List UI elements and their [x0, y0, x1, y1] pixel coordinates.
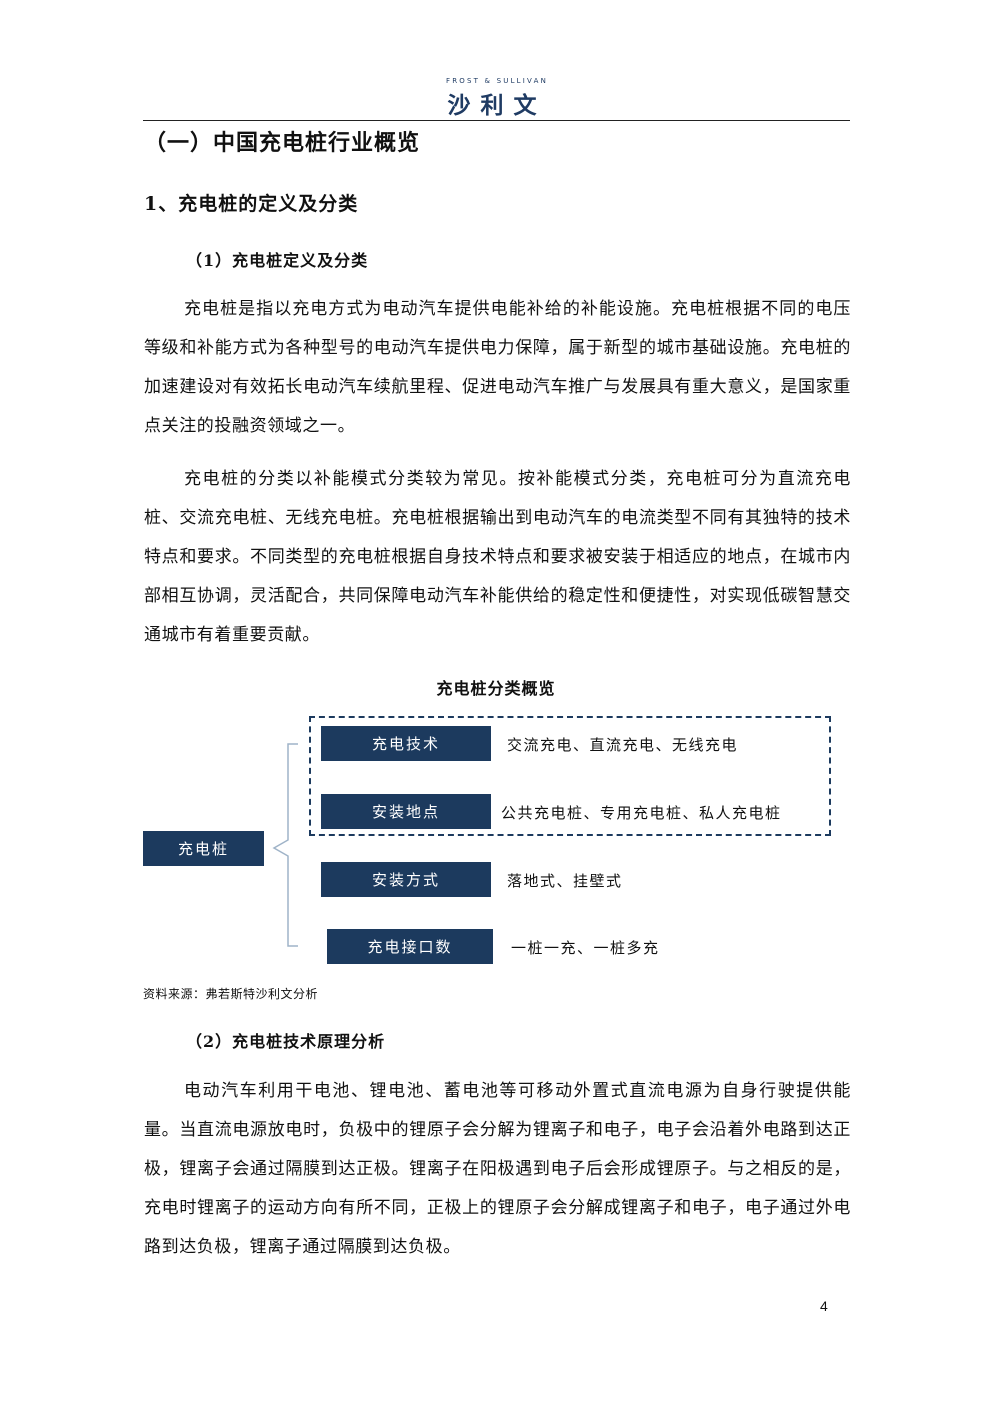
category-install-location: 安装地点: [321, 794, 491, 829]
section-title: （一）中国充电桩行业概览: [144, 130, 421, 156]
dashed-group-box: [309, 716, 831, 836]
part1-title: （1）充电桩定义及分类: [186, 251, 369, 270]
page-number: 4: [820, 1298, 828, 1314]
part2-title: （2）充电桩技术原理分析: [186, 1032, 386, 1051]
paragraph-technical-principle: 电动汽车利用干电池、锂电池、蓄电池等可移动外置式直流电源为自身行驶提供能量。当直…: [144, 1081, 851, 1257]
figure-source: 资料来源：弗若斯特沙利文分析: [143, 987, 319, 1001]
category-desc-install-location: 公共充电桩、专用充电桩、私人充电桩: [501, 804, 782, 822]
category-charging-technology: 充电技术: [321, 726, 491, 761]
category-install-method: 安装方式: [321, 862, 491, 897]
paragraph-definition: 充电桩是指以充电方式为电动汽车提供电能补给的补能设施。充电桩根据不同的电压等级和…: [144, 299, 851, 436]
brand-logo-chinese: 沙利文: [447, 93, 547, 119]
category-connector-count: 充电接口数: [327, 929, 493, 964]
category-desc-connector-count: 一桩一充、一桩多充: [511, 939, 660, 957]
category-desc-install-method: 落地式、挂壁式: [507, 872, 623, 890]
paragraph-classification: 充电桩的分类以补能模式分类较为常见。按补能模式分类，充电桩可分为直流充电桩、交流…: [144, 469, 851, 645]
header-divider: [143, 120, 850, 121]
tree-connector-bracket: [272, 743, 298, 947]
category-desc-charging-technology: 交流充电、直流充电、无线充电: [507, 736, 739, 754]
subsection-title: 1、充电桩的定义及分类: [144, 193, 359, 215]
brand-logo-english: FROST & SULLIVAN: [445, 77, 549, 85]
root-node-charging-pile: 充电桩: [143, 831, 264, 866]
figure-title: 充电桩分类概览: [436, 679, 556, 698]
